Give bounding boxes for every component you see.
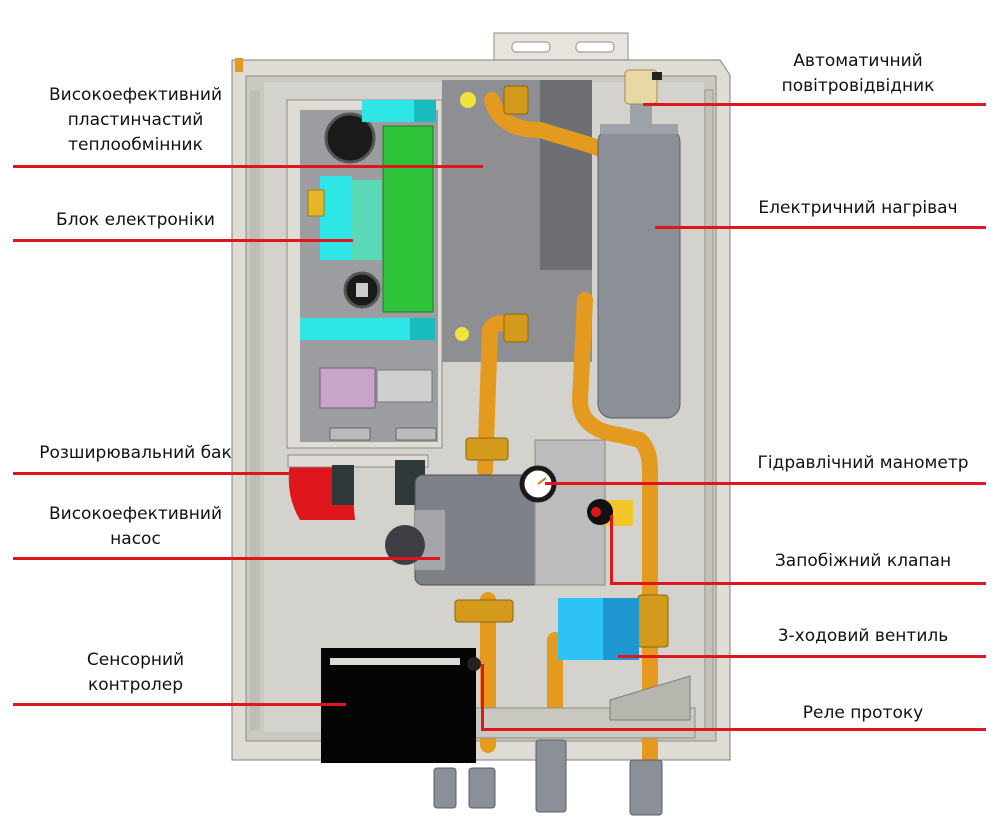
leader-flow-relay (481, 728, 986, 731)
leader-pump (13, 557, 440, 560)
label-line: насос (110, 529, 161, 549)
label-line: Сенсорний (86, 650, 185, 670)
label-manometer: Гідравлічний манометр (738, 451, 988, 476)
label-pump: Високоефективний насос (18, 502, 253, 552)
label-line: теплообмінник (68, 135, 203, 155)
safety-valve (587, 499, 633, 526)
label-heat-exchanger: Високоефективний пластинчастий теплообмі… (18, 83, 253, 158)
label-air-vent: Автоматичний повітровідвідник (738, 49, 978, 99)
label-three-way-valve: 3-ходовий вентиль (738, 624, 988, 649)
label-line: Реле протоку (802, 703, 924, 723)
leader-safety-valve (610, 582, 986, 585)
three-way-valve (558, 598, 639, 660)
label-line: 3-ходовий вентиль (777, 626, 949, 646)
label-line: Електричний нагрівач (758, 198, 958, 218)
label-line: Гідравлічний манометр (757, 453, 969, 473)
label-line: Високоефективний (48, 504, 223, 524)
pcb-board (382, 125, 434, 313)
label-line: повітровідвідник (781, 76, 935, 96)
mounting-bracket (493, 32, 629, 64)
air-vent (624, 69, 662, 105)
leader-controller (13, 703, 346, 706)
label-line: Розширювальний бак (39, 443, 232, 463)
label-flow-relay: Реле протоку (738, 701, 988, 726)
leader-electronics (13, 239, 353, 242)
label-line: Блок електроніки (56, 210, 215, 230)
electronics-panel (286, 99, 443, 449)
label-line: Автоматичний (793, 51, 923, 71)
pipe-fittings (433, 739, 663, 816)
label-line: пластинчастий (67, 110, 204, 130)
expansion-tank (287, 454, 429, 520)
touch-controller (321, 648, 481, 763)
leader-heater (655, 226, 986, 229)
leader-heat-exchanger (13, 165, 483, 168)
label-line: контролер (88, 675, 183, 695)
label-controller: Сенсорний контролер (18, 648, 253, 698)
label-line: Високоефективний (48, 85, 223, 105)
leader-three-way-valve (618, 655, 986, 658)
pump (385, 439, 606, 586)
leader-air-vent (643, 103, 986, 106)
electric-heater (597, 100, 681, 419)
label-expansion-tank: Розширювальний бак (18, 441, 253, 466)
leader-flow-relay-vertical (481, 664, 484, 731)
leader-expansion-tank (13, 472, 291, 475)
label-safety-valve: Запобіжний клапан (738, 549, 988, 574)
leader-safety-valve-vertical (610, 515, 613, 585)
leader-manometer (545, 482, 986, 485)
label-heater: Електричний нагрівач (738, 196, 978, 221)
label-electronics: Блок електроніки (18, 208, 253, 233)
label-line: Запобіжний клапан (774, 551, 952, 571)
